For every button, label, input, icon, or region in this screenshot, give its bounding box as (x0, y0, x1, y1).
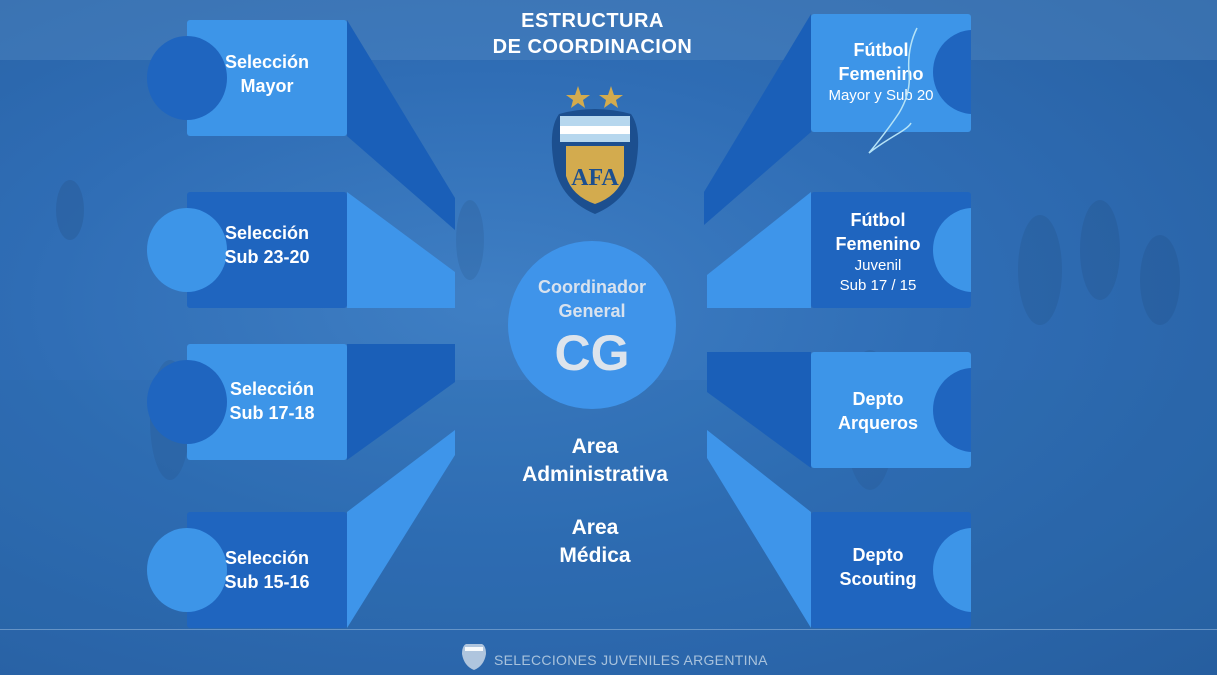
center-abbr: CG (554, 325, 630, 381)
area-administrativa: Area Administrativa (480, 433, 710, 489)
box-depto-arqueros: Depto Arqueros (811, 352, 971, 468)
box-label-line-2: Scouting (839, 569, 917, 589)
box-label-line-2: Mayor (240, 76, 294, 96)
wedge-right-1 (704, 14, 811, 225)
box-lune (147, 36, 227, 120)
box-label-line-2: Femenino (838, 64, 924, 84)
box-label-line-2: Arqueros (837, 413, 918, 433)
title-line-2: DE COORDINACION (492, 36, 693, 58)
center-label-line-1: Coordinador (538, 277, 646, 297)
box-label-line-1: Selección (224, 548, 310, 568)
box-label-line-1: Selección (224, 223, 310, 243)
box-label: Selección Sub 17-18 (197, 377, 347, 425)
box-label: Fútbol Femenino Mayor y Sub 20 (811, 38, 951, 106)
box-label-line-2: Femenino (835, 234, 921, 254)
center-label: Coordinador General (508, 275, 676, 323)
wedge-right-2 (707, 192, 811, 308)
wedge-left-1 (347, 20, 455, 230)
box-seleccion-sub-17-18: Selección Sub 17-18 (147, 344, 347, 460)
box-label-line-1: Depto (852, 389, 904, 409)
box-label: Depto Arqueros (811, 387, 945, 435)
box-lune (147, 360, 227, 444)
box-label-line-1: Fútbol (853, 40, 909, 60)
area-medica: Area Médica (480, 514, 710, 570)
box-futbol-femenino-juvenil: Fútbol Femenino Juvenil Sub 17 / 15 (811, 192, 971, 308)
box-depto-scouting: Depto Scouting (811, 512, 971, 628)
box-label: Fútbol Femenino Juvenil Sub 17 / 15 (811, 208, 945, 296)
crest-text: AFA (571, 165, 619, 191)
box-lune (147, 528, 227, 612)
box-label-line-1: Depto (852, 545, 904, 565)
coordinador-general-circle: Coordinador General CG (508, 241, 676, 409)
wedge-left-4 (347, 430, 455, 628)
wedge-right-4 (707, 430, 811, 628)
box-label-line-1: Selección (224, 52, 310, 72)
box-label: Selección Sub 23-20 (187, 221, 347, 269)
area-line-2: Administrativa (522, 463, 668, 486)
box-label-line-1: Selección (229, 379, 315, 399)
box-seleccion-mayor: Selección Mayor (147, 20, 347, 136)
box-seleccion-sub-15-16: Selección Sub 15-16 (147, 512, 347, 628)
box-sublabel-2: Sub 17 / 15 (839, 277, 917, 294)
wedge-left-3 (347, 344, 455, 460)
area-line-2: Médica (559, 544, 631, 567)
center-label-line-2: General (558, 301, 626, 321)
wedge-right-3 (707, 352, 811, 468)
area-line-1: Area (571, 435, 619, 458)
footer-text: SELECCIONES JUVENILES ARGENTINA (494, 652, 768, 668)
box-label-line-2: Sub 23-20 (224, 247, 310, 267)
diagram-title: ESTRUCTURA DE COORDINACION (440, 8, 745, 60)
box-lune (147, 208, 227, 292)
box-label-line-1: Fútbol (850, 210, 906, 230)
area-line-1: Area (571, 516, 619, 539)
box-futbol-femenino-mayor: Fútbol Femenino Mayor y Sub 20 (811, 14, 971, 132)
wedge-left-2 (347, 192, 455, 308)
box-label: Selección Mayor (187, 50, 347, 98)
box-seleccion-sub-23-20: Selección Sub 23-20 (147, 192, 347, 308)
box-label-line-2: Sub 15-16 (224, 572, 310, 592)
footer-divider (0, 629, 1217, 630)
box-label: Selección Sub 15-16 (187, 546, 347, 594)
title-line-1: ESTRUCTURA (521, 10, 664, 32)
box-label-line-2: Sub 17-18 (229, 403, 315, 423)
box-label: Depto Scouting (811, 543, 945, 591)
box-sublabel-1: Juvenil (854, 257, 902, 274)
